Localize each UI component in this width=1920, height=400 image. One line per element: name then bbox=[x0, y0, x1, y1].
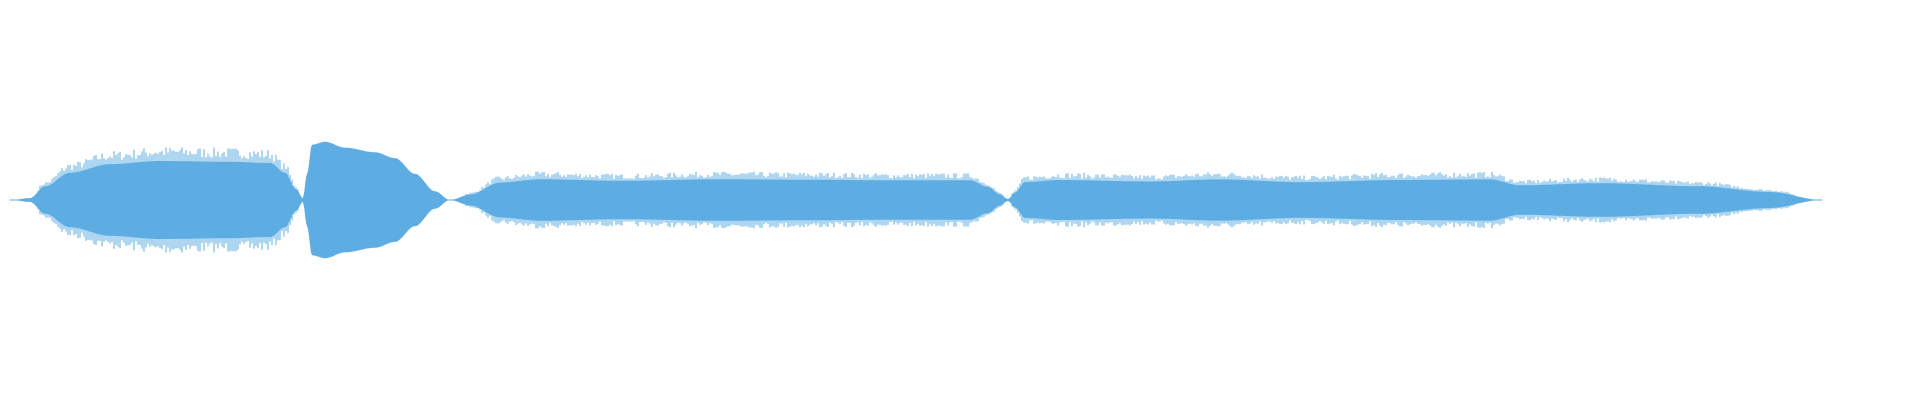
waveform-view bbox=[10, 141, 1822, 259]
audio-waveform bbox=[10, 141, 1822, 259]
